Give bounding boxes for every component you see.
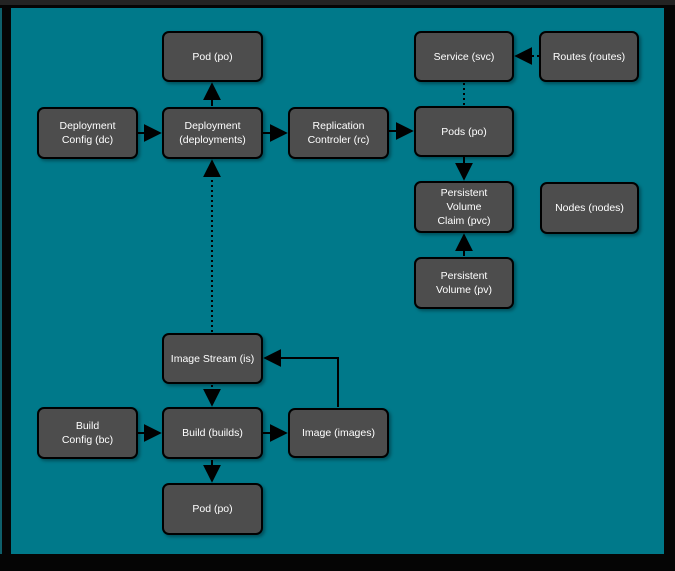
node-pods: Pods (po) bbox=[414, 106, 514, 157]
node-replication-controller: Replication Controler (rc) bbox=[288, 107, 389, 159]
node-pod-top: Pod (po) bbox=[162, 31, 263, 82]
page-edge-strip bbox=[0, 8, 2, 554]
top-border-strip bbox=[0, 0, 675, 5]
diagram-canvas bbox=[11, 8, 664, 554]
node-deployment: Deployment (deployments) bbox=[162, 107, 263, 159]
node-deployment-config: Deployment Config (dc) bbox=[37, 107, 138, 159]
node-pod-bottom: Pod (po) bbox=[162, 483, 263, 535]
node-routes: Routes (routes) bbox=[539, 31, 639, 82]
node-nodes: Nodes (nodes) bbox=[540, 182, 639, 234]
node-build-config: Build Config (bc) bbox=[37, 407, 138, 459]
node-persistent-volume-claim: Persistent Volume Claim (pvc) bbox=[414, 181, 514, 233]
node-persistent-volume: Persistent Volume (pv) bbox=[414, 257, 514, 309]
node-image-stream: Image Stream (is) bbox=[162, 333, 263, 384]
node-build: Build (builds) bbox=[162, 407, 263, 459]
node-service: Service (svc) bbox=[414, 31, 514, 82]
node-image: Image (images) bbox=[288, 408, 389, 458]
